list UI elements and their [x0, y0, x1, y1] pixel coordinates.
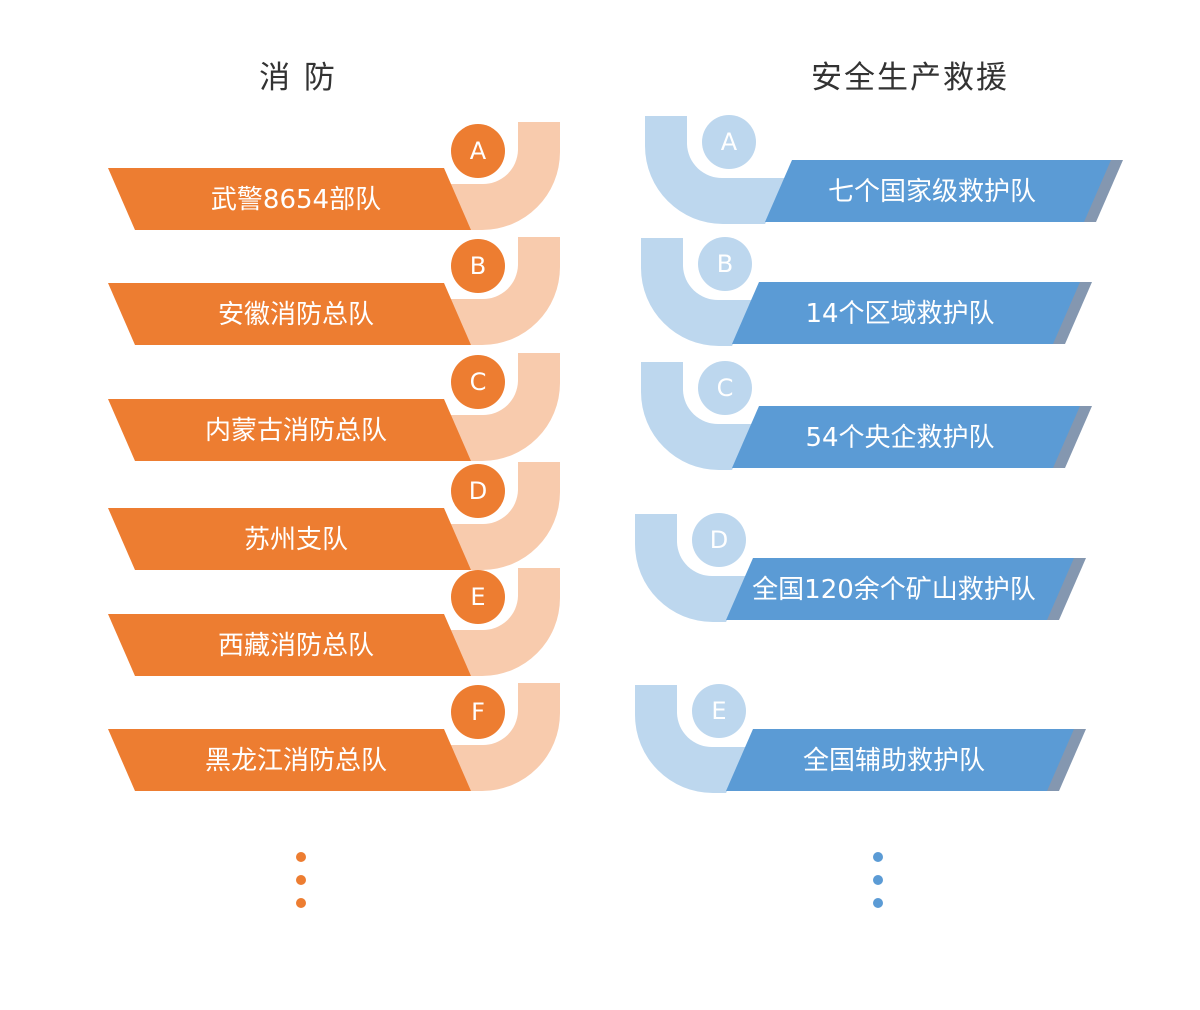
- item-letter: B: [716, 250, 734, 278]
- right-item-shape: [635, 684, 1086, 793]
- right-item: B 14个区域救护队: [641, 237, 1102, 348]
- item-label: 14个区域救护队: [805, 299, 995, 329]
- item-label: 七个国家级救护队: [827, 177, 1036, 207]
- item-letter: C: [716, 374, 734, 402]
- item-label: 内蒙古消防总队: [204, 416, 387, 446]
- item-label: 全国辅助救护队: [802, 746, 985, 776]
- left-item-shape: [108, 568, 560, 676]
- right-item-shape: [641, 237, 1092, 346]
- item-letter: E: [711, 697, 727, 725]
- right-column-title: 安全生产救援: [811, 60, 1009, 96]
- item-label: 武警8654部队: [210, 185, 382, 215]
- left-item-shape: [108, 462, 560, 570]
- left-item: C 内蒙古消防总队: [108, 353, 568, 463]
- left-item: A 武警8654部队: [108, 122, 568, 232]
- item-label: 全国120余个矿山救护队: [752, 575, 1036, 605]
- right-item: A 七个国家级救护队: [645, 115, 1133, 226]
- right-item-shape: [635, 513, 1086, 622]
- right-item: C 54个央企救护队: [641, 361, 1102, 472]
- item-letter: B: [469, 252, 487, 280]
- left-item: D 苏州支队: [108, 462, 568, 572]
- right-item: E 全国辅助救护队: [635, 684, 1096, 795]
- left-item: E 西藏消防总队: [108, 568, 568, 678]
- right-item-shape: [641, 361, 1092, 470]
- item-letter: D: [468, 477, 488, 505]
- item-label: 西藏消防总队: [217, 631, 374, 661]
- left-item-shape: [108, 122, 560, 230]
- item-label: 苏州支队: [243, 525, 348, 555]
- item-label: 54个央企救护队: [805, 423, 995, 453]
- item-letter: E: [470, 583, 486, 611]
- right-item: D 全国120余个矿山救护队: [635, 513, 1096, 624]
- left-item-shape: [108, 353, 560, 461]
- left-item: F 黑龙江消防总队: [108, 683, 568, 793]
- item-letter: A: [469, 137, 487, 165]
- right-item-shape: [645, 115, 1123, 224]
- item-letter: A: [720, 128, 738, 156]
- item-letter: F: [471, 698, 485, 726]
- left-more-dots-icon: [296, 852, 308, 921]
- item-letter: D: [709, 526, 729, 554]
- left-item-shape: [108, 237, 560, 345]
- left-column-title: 消 防: [259, 60, 337, 96]
- left-item-shape: [108, 683, 560, 791]
- right-more-dots-icon: [873, 852, 885, 921]
- item-label: 黑龙江消防总队: [204, 746, 387, 776]
- left-item: B 安徽消防总队: [108, 237, 568, 347]
- item-letter: C: [469, 368, 487, 396]
- item-label: 安徽消防总队: [217, 300, 374, 330]
